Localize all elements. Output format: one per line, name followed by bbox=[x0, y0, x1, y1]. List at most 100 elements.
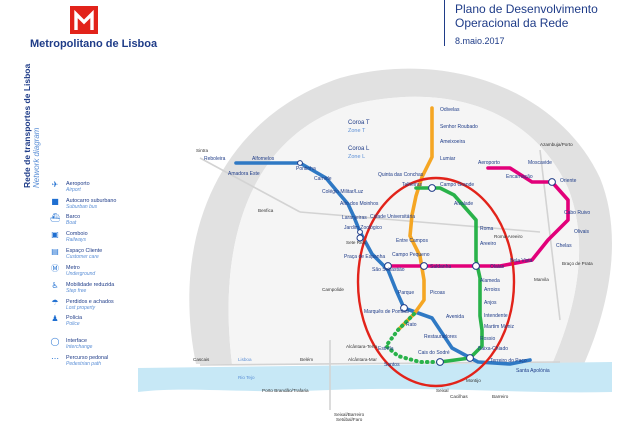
legend-label-en: Interchange bbox=[66, 344, 93, 350]
label-setubal-faro: Setúbal/Faro bbox=[336, 417, 363, 422]
label-rato: Rato bbox=[406, 322, 417, 328]
side-label: Rede de transportes de Lisboa Network di… bbox=[22, 64, 41, 188]
bus-icon: ■ bbox=[51, 197, 59, 206]
metro-lines bbox=[234, 106, 570, 366]
label-alameda: Alameda bbox=[480, 278, 500, 284]
station-oriente bbox=[548, 178, 556, 186]
legend-label: Metro bbox=[66, 265, 80, 271]
zone-labels: Coroa T Zone T Coroa L Zone L bbox=[348, 120, 370, 160]
label-porto-brandao: Porto Brandão/Trafaria bbox=[262, 388, 309, 393]
label-lumiar: Lumiar bbox=[440, 156, 456, 162]
lost-property-icon: ☂ bbox=[51, 298, 59, 307]
label-entre-campos: Entre Campos bbox=[396, 238, 428, 244]
label-rio-tejo: Rio Tejo bbox=[238, 375, 255, 380]
rail-norte bbox=[539, 149, 561, 321]
label-benfica: Benfica bbox=[258, 208, 274, 213]
blue-line bbox=[234, 161, 532, 366]
label-laranjeiras: Laranjeiras bbox=[342, 215, 367, 221]
green-line bbox=[414, 186, 484, 364]
label-areeiro: Areeiro bbox=[480, 241, 496, 247]
police-icon: ♟ bbox=[51, 314, 59, 323]
label-anjos: Anjos bbox=[484, 300, 497, 306]
other-labels: Sintra Benfica Sete Rios Campolide Alcân… bbox=[193, 142, 593, 422]
metro-icon: Ⓜ bbox=[51, 264, 59, 273]
station-cais-do-sodre bbox=[436, 358, 444, 366]
label-roma-areeiro: Roma-Areeiro bbox=[494, 234, 523, 239]
legend-label: Polícia bbox=[66, 315, 83, 321]
legend-label-en: Underground bbox=[66, 271, 96, 277]
label-carnide: Carnide bbox=[314, 176, 332, 182]
label-seixal: Seixal bbox=[436, 388, 449, 393]
legend-label-en: Customer care bbox=[66, 254, 99, 260]
title-line-2: Operacional da Rede bbox=[455, 16, 569, 30]
label-braco-de-prata: Braço de Prata bbox=[562, 261, 593, 266]
label-barreiro: Barreiro bbox=[492, 394, 509, 399]
rail-lines bbox=[199, 149, 561, 410]
label-campo-pequeno: Campo Pequeno bbox=[392, 252, 430, 258]
wheelchair-icon: ♿ bbox=[51, 281, 59, 290]
highlight-ellipse bbox=[356, 176, 516, 388]
legend-label-en: Boat bbox=[66, 220, 77, 226]
station-alameda bbox=[472, 262, 480, 270]
station-saldanha bbox=[420, 262, 428, 270]
station-sao-sebastiao bbox=[384, 262, 392, 270]
rail-cintura bbox=[299, 211, 541, 233]
label-aeroporto: Aeroporto bbox=[478, 160, 500, 166]
station-campo-grande bbox=[428, 184, 436, 192]
label-baixa-chiado: Baixa-Chiado bbox=[478, 346, 508, 352]
label-quinta-das-conchas: Quinta das Conchas bbox=[378, 172, 424, 178]
legend-label-en: Railways bbox=[66, 237, 87, 243]
station-labels: Reboleira Amadora Este Alfornelos Pontin… bbox=[204, 107, 590, 374]
stations bbox=[297, 160, 556, 366]
yellow-line bbox=[396, 106, 434, 332]
label-picoas: Picoas bbox=[430, 290, 446, 296]
train-icon: ▣ bbox=[51, 230, 59, 239]
label-sao-sebastiao: São Sebastião bbox=[372, 267, 405, 273]
logo-m-mark bbox=[74, 9, 94, 30]
title-divider bbox=[444, 0, 445, 46]
title-line-1: Plano de Desenvolvimento bbox=[455, 2, 598, 16]
label-alcantara-mar: Alcântara-Mar bbox=[348, 357, 377, 362]
rail-sintra bbox=[199, 157, 301, 213]
legend-label: Mobilidade reduzida bbox=[66, 282, 115, 288]
river-tejo bbox=[138, 362, 612, 393]
legend-label-en: Suburban bus bbox=[66, 204, 98, 210]
label-marques-de-pombal: Marquês de Pombal bbox=[364, 309, 409, 315]
label-encarnacao: Encarnação bbox=[506, 174, 533, 180]
station-jardim-zoologico bbox=[357, 229, 363, 235]
legend-label: Autocarro suburbano bbox=[66, 198, 117, 204]
legend-label: Interface bbox=[66, 338, 87, 344]
corona-t-band bbox=[189, 68, 612, 364]
label-praca-de-espanha: Praça de Espanha bbox=[344, 254, 385, 260]
label-zone-l: Zone L bbox=[348, 154, 365, 160]
label-marvila: Marvila bbox=[534, 277, 549, 282]
label-odivelas: Odivelas bbox=[440, 107, 460, 113]
label-pontinha: Pontinha bbox=[296, 166, 316, 172]
label-parque: Parque bbox=[398, 290, 414, 296]
label-cabo-ruivo: Cabo Ruivo bbox=[564, 210, 590, 216]
label-cais-do-sodre: Cais do Sodré bbox=[418, 350, 450, 356]
label-zone-t: Zone T bbox=[348, 128, 366, 134]
label-colegio-militar: Colégio Militar/Luz bbox=[322, 189, 364, 195]
label-arroios: Arroios bbox=[484, 287, 500, 293]
label-alcantara-terra: Alcântara-Terra bbox=[346, 344, 378, 349]
label-alfornelos: Alfornelos bbox=[252, 156, 275, 162]
label-martim-moniz: Martim Moniz bbox=[484, 324, 515, 330]
legend-label-en: Step free bbox=[66, 288, 87, 294]
label-intendente: Intendente bbox=[484, 313, 508, 319]
label-campo-grande: Campo Grande bbox=[440, 182, 474, 188]
label-coroa-t: Coroa T bbox=[348, 120, 370, 126]
label-sete-rios: Sete Rios bbox=[346, 240, 367, 245]
legend-label-en: Lost property bbox=[66, 305, 96, 311]
legend-label: Barco bbox=[66, 214, 81, 220]
label-rossio: Rossio bbox=[480, 336, 496, 342]
label-chelas: Chelas bbox=[556, 243, 572, 249]
label-restauradores: Restauradores bbox=[424, 334, 457, 340]
label-montijo: Montijo bbox=[466, 378, 481, 383]
